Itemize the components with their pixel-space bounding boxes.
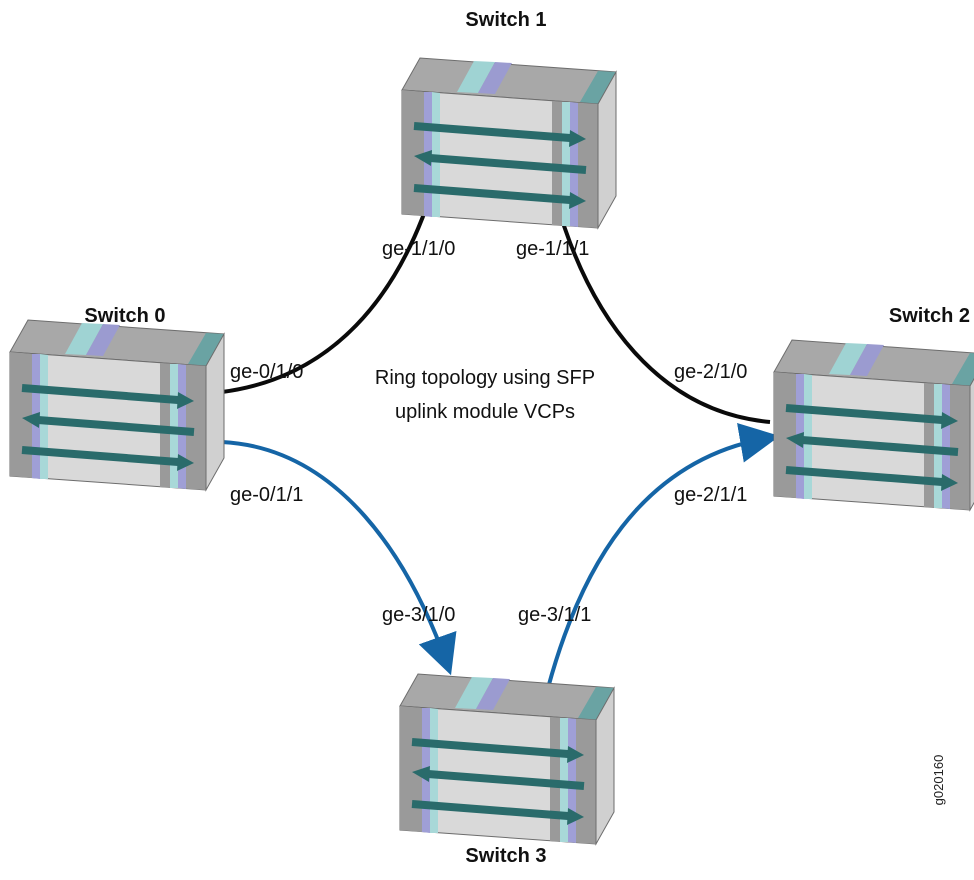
port-label-ge-1-1-1: ge-1/1/1 <box>516 238 589 260</box>
port-label-ge-2-1-1: ge-2/1/1 <box>674 484 747 506</box>
switch-3-device <box>400 674 614 844</box>
port-label-ge-3-1-0: ge-3/1/0 <box>382 604 455 626</box>
link-s1-s2 <box>554 199 771 424</box>
port-label-ge-0-1-0: ge-0/1/0 <box>230 361 303 383</box>
port-label-ge-2-1-0: ge-2/1/0 <box>674 361 747 383</box>
figure-id: g020160 <box>931 755 946 806</box>
link-s0-s3 <box>221 440 457 676</box>
switch-2-device <box>774 340 974 510</box>
caption-line-2: uplink module VCPs <box>395 401 575 423</box>
switch-0-label: Switch 0 <box>84 305 165 327</box>
switch-1-device <box>402 58 616 228</box>
port-label-ge-1-1-0: ge-1/1/0 <box>382 238 455 260</box>
switch-1-label: Switch 1 <box>465 9 546 31</box>
link-s0-s1 <box>221 177 438 394</box>
port-label-ge-0-1-1: ge-0/1/1 <box>230 484 303 506</box>
port-label-ge-3-1-1: ge-3/1/1 <box>518 604 591 626</box>
caption-line-1: Ring topology using SFP <box>375 367 595 389</box>
switch-2-label: Switch 2 <box>889 305 970 327</box>
link-s3-s2 <box>546 423 780 689</box>
switch-0-device <box>10 320 224 490</box>
switch-3-label: Switch 3 <box>465 845 546 867</box>
